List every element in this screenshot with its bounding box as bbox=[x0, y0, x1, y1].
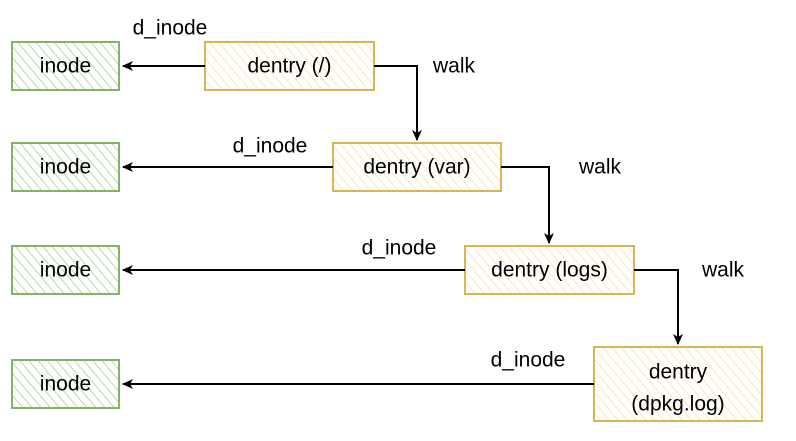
d-inode-edge-label: d_inode bbox=[362, 237, 437, 260]
inode-node-3: inode bbox=[11, 245, 120, 295]
inode-label: inode bbox=[40, 55, 91, 78]
dentry-node-dpkg-log: dentry (dpkg.log) bbox=[593, 346, 763, 422]
inode-node-1: inode bbox=[11, 41, 120, 91]
d-inode-edge-4: d_inode bbox=[122, 349, 594, 389]
d-inode-edge-label: d_inode bbox=[133, 17, 208, 40]
dentry-label: dentry (logs) bbox=[491, 259, 608, 282]
dentry-label-line-1: dentry bbox=[649, 361, 708, 384]
dentry-label-line-2: (dpkg.log) bbox=[631, 393, 724, 416]
walk-edge-label: walk bbox=[578, 156, 622, 179]
d-inode-edge-1: d_inode bbox=[122, 17, 208, 71]
dentry-node-var: dentry (var) bbox=[332, 142, 502, 192]
inode-node-4: inode bbox=[11, 359, 120, 409]
inode-label: inode bbox=[40, 373, 91, 396]
d-inode-edge-2: d_inode bbox=[122, 135, 333, 172]
walk-edge-1: walk bbox=[374, 55, 476, 141]
dentry-node-logs: dentry (logs) bbox=[464, 245, 635, 295]
walk-edge-2: walk bbox=[501, 156, 622, 244]
dentry-label: dentry (/) bbox=[247, 55, 331, 78]
d-inode-edge-label: d_inode bbox=[233, 135, 308, 158]
d-inode-edge-label: d_inode bbox=[491, 349, 566, 372]
walk-edge-label: walk bbox=[432, 55, 476, 78]
walk-edge-3: walk bbox=[634, 259, 745, 345]
d-inode-edge-3: d_inode bbox=[122, 237, 465, 275]
walk-edge-label: walk bbox=[701, 259, 745, 282]
inode-label: inode bbox=[40, 156, 91, 179]
dentry-node-root: dentry (/) bbox=[204, 41, 375, 91]
inode-label: inode bbox=[40, 259, 91, 282]
inode-node-2: inode bbox=[11, 142, 120, 192]
dentry-label: dentry (var) bbox=[363, 156, 470, 179]
